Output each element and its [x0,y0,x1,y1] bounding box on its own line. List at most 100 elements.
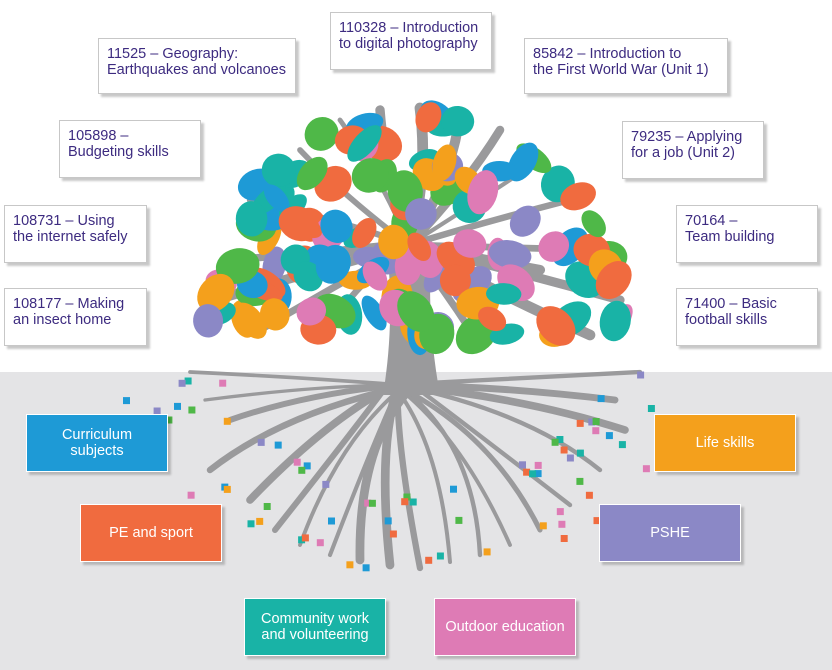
root-square [174,402,181,410]
category-outdoor-education[interactable]: Outdoor education [434,598,576,656]
leaf [599,300,631,342]
leaf [509,205,541,237]
root-square [178,379,186,387]
root-square [389,530,397,538]
root-square [534,461,542,469]
unit-line2: football skills [685,312,768,328]
root-square [647,405,655,412]
root-square [298,536,306,544]
leaf [261,153,296,187]
leaf [362,261,388,291]
root-square [263,503,271,510]
leaf [352,218,377,248]
root [380,380,403,570]
leaf [478,306,507,332]
root [396,382,483,558]
leaf [405,198,437,230]
unit-line2: to digital photography [339,36,478,52]
unit-box-applying-job[interactable]: 79235 – Applying for a job (Unit 2) [622,121,764,179]
unit-box-digital-photography[interactable]: 110328 – Introduction to digital photogr… [330,12,492,70]
root-square [364,499,372,507]
unit-line1: 108731 – Using [13,213,115,229]
root-square [534,470,542,478]
category-community-work[interactable]: Community work and volunteering [244,598,386,656]
leaf [293,261,323,292]
category-curriculum-subjects[interactable]: Curriculum subjects [26,414,168,472]
leaf [415,102,442,133]
root-square [605,432,613,440]
root-square [384,517,392,525]
unit-box-football[interactable]: 71400 – Basic football skills [676,288,818,346]
unit-line1: 79235 – Applying [631,129,743,145]
root-square [585,491,593,499]
unit-box-insect-home[interactable]: 108177 – Making an insect home [4,288,147,346]
unit-box-internet-safety[interactable]: 108731 – Using the internet safely [4,205,147,263]
leaf [197,273,235,313]
root-square [184,377,192,385]
unit-line1: 70164 – [685,213,738,229]
root-square [558,520,566,528]
root-square [403,493,411,501]
root-square [592,427,600,435]
root [392,383,512,547]
unit-box-first-world-war[interactable]: 85842 – Introduction to the First World … [524,38,728,94]
leaf [536,306,576,346]
root-square [401,498,409,506]
leaf [486,283,522,305]
leaf [432,144,457,182]
root-square [576,477,584,485]
root-square [556,436,564,443]
unit-line1: 105898 – [68,128,129,144]
root-square [165,416,173,424]
leaf [263,184,290,212]
root-square [223,485,231,493]
root-square [223,417,231,425]
root-square [362,564,370,572]
root [298,383,408,547]
root-square [539,522,547,530]
root-square [425,556,433,564]
root-square [123,397,130,405]
root [393,382,543,533]
root-square [298,466,306,474]
root-square [256,517,264,525]
unit-line1: 11525 – Geography: [107,46,239,62]
category-pe-and-sport[interactable]: PE and sport [80,504,222,562]
root [394,381,424,572]
root-square [597,395,605,403]
category-pshe[interactable]: PSHE [599,504,741,562]
category-life-skills[interactable]: Life skills [654,414,796,472]
root [227,382,402,423]
root-square [301,534,309,542]
root-square [187,491,195,499]
leaf [439,264,471,297]
root [203,383,390,402]
root-square [618,441,626,449]
unit-line2: the internet safely [13,229,128,245]
root-square [219,379,227,387]
category-label: PSHE [650,525,690,541]
unit-line1: 71400 – Basic [685,296,777,312]
unit-line2: Earthquakes and volcanoes [107,62,286,78]
leaf [595,260,632,300]
unit-box-budgeting[interactable]: 105898 – Budgeting skills [59,120,201,178]
root-square [519,461,526,469]
root [410,382,573,508]
leaf [320,209,353,243]
unit-box-team-building[interactable]: 70164 – Team building [676,205,818,263]
root-square [247,520,255,528]
unit-box-geography[interactable]: 11525 – Geography: Earthquakes and volca… [98,38,296,94]
unit-line2: an insect home [13,312,112,328]
root-square [368,499,376,507]
leaf [233,302,267,339]
root-square [551,438,559,446]
root [391,383,452,564]
leaf [581,210,606,238]
category-label-2: subjects [70,443,124,459]
category-label: Curriculum [61,427,133,443]
leaf [453,229,487,258]
root-square [455,516,463,524]
unit-line2: Team building [685,229,775,245]
leaf [235,201,268,237]
